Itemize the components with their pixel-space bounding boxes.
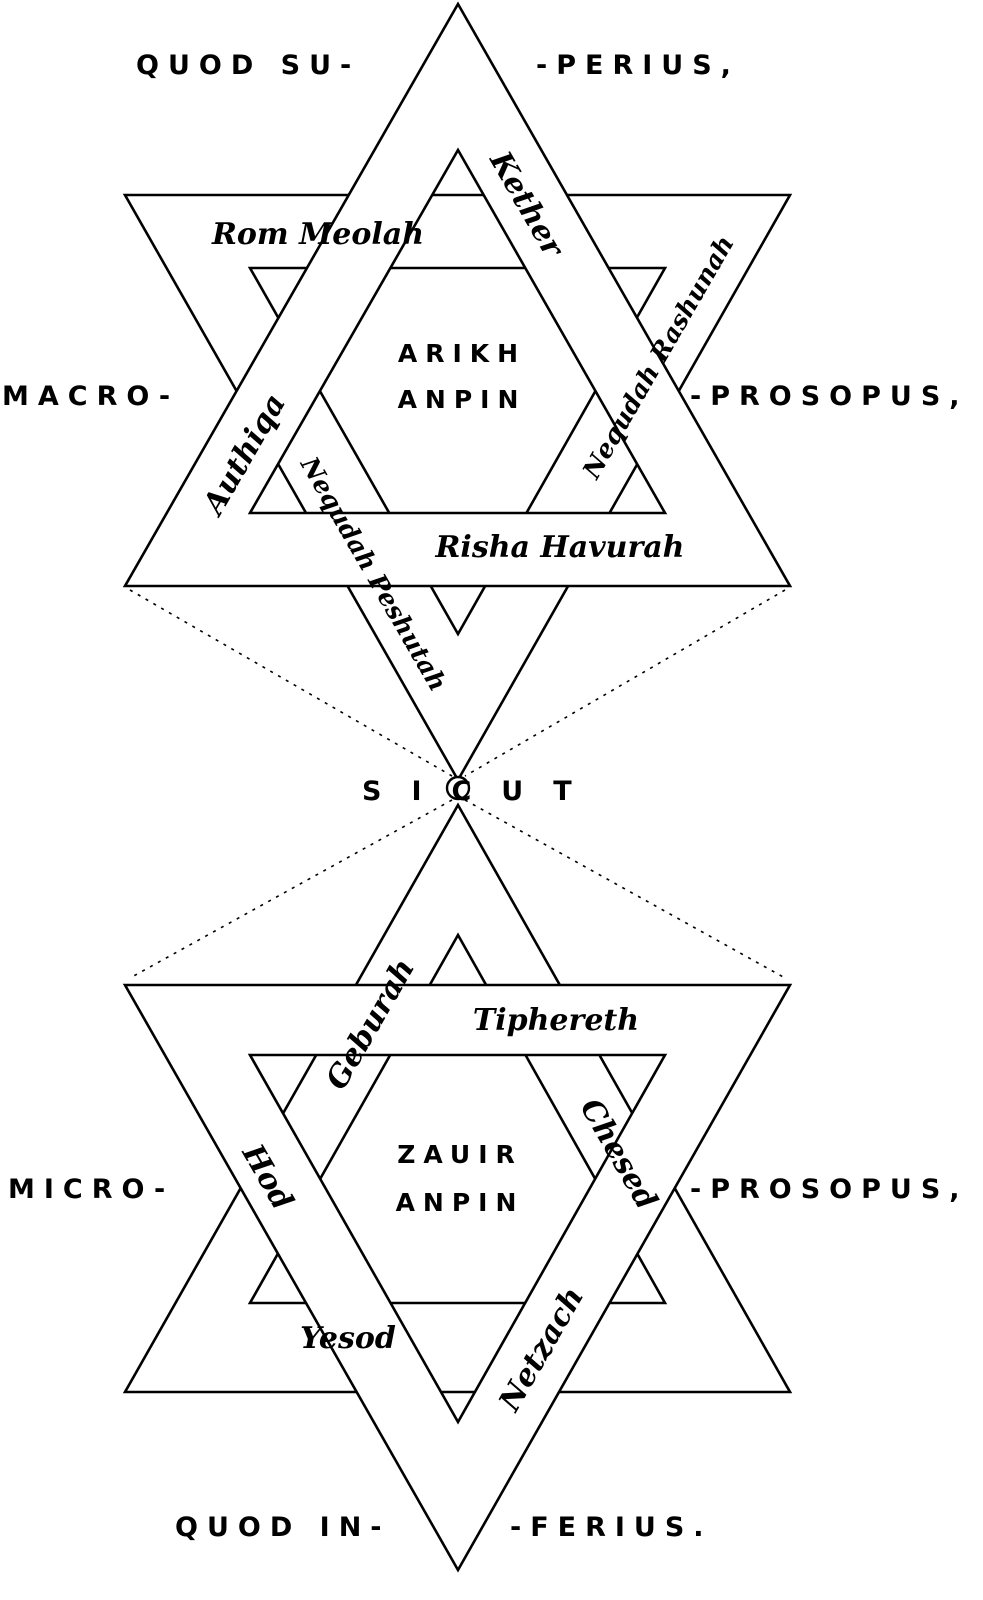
tiphereth-label: Tiphereth	[473, 1003, 639, 1038]
lower-down-triangle	[122, 983, 793, 1573]
micro-label: MICRO-	[8, 1174, 174, 1205]
macro-prosopus-label: -PROSOPUS,	[690, 381, 969, 412]
dotted-connectors	[129, 589, 786, 979]
rom-meolah-label: Rom Meolah	[211, 217, 424, 252]
quod-inferius-right: -FERIUS.	[510, 1512, 713, 1543]
macro-label: MACRO-	[2, 381, 179, 412]
zauir-line: ZAUIR	[397, 1140, 523, 1169]
micro-prosopus-label: -PROSOPUS,	[690, 1174, 969, 1205]
upper-hexagram	[122, 1, 793, 783]
dotted-line-upper-right	[464, 589, 786, 777]
risha-havurah-label: Risha Havurah	[435, 530, 685, 565]
upper-up-triangle	[122, 1, 793, 588]
sicut-point	[445, 775, 471, 801]
quod-superius-left: QUOD SU-	[136, 50, 360, 81]
quod-inferius-left: QUOD IN-	[175, 1512, 391, 1543]
anpin-line-upper: ANPIN	[398, 385, 527, 414]
anpin-line-lower: ANPIN	[396, 1188, 525, 1217]
quod-superius-right: -PERIUS,	[536, 50, 740, 81]
lower-hexagram	[122, 802, 793, 1573]
yesod-label: Yesod	[300, 1321, 396, 1356]
sicut-label: SICUT	[362, 776, 602, 807]
arikh-line: ARIKH	[398, 339, 526, 368]
lower-up-triangle	[122, 802, 793, 1394]
dotted-line-lower-left	[129, 799, 453, 979]
